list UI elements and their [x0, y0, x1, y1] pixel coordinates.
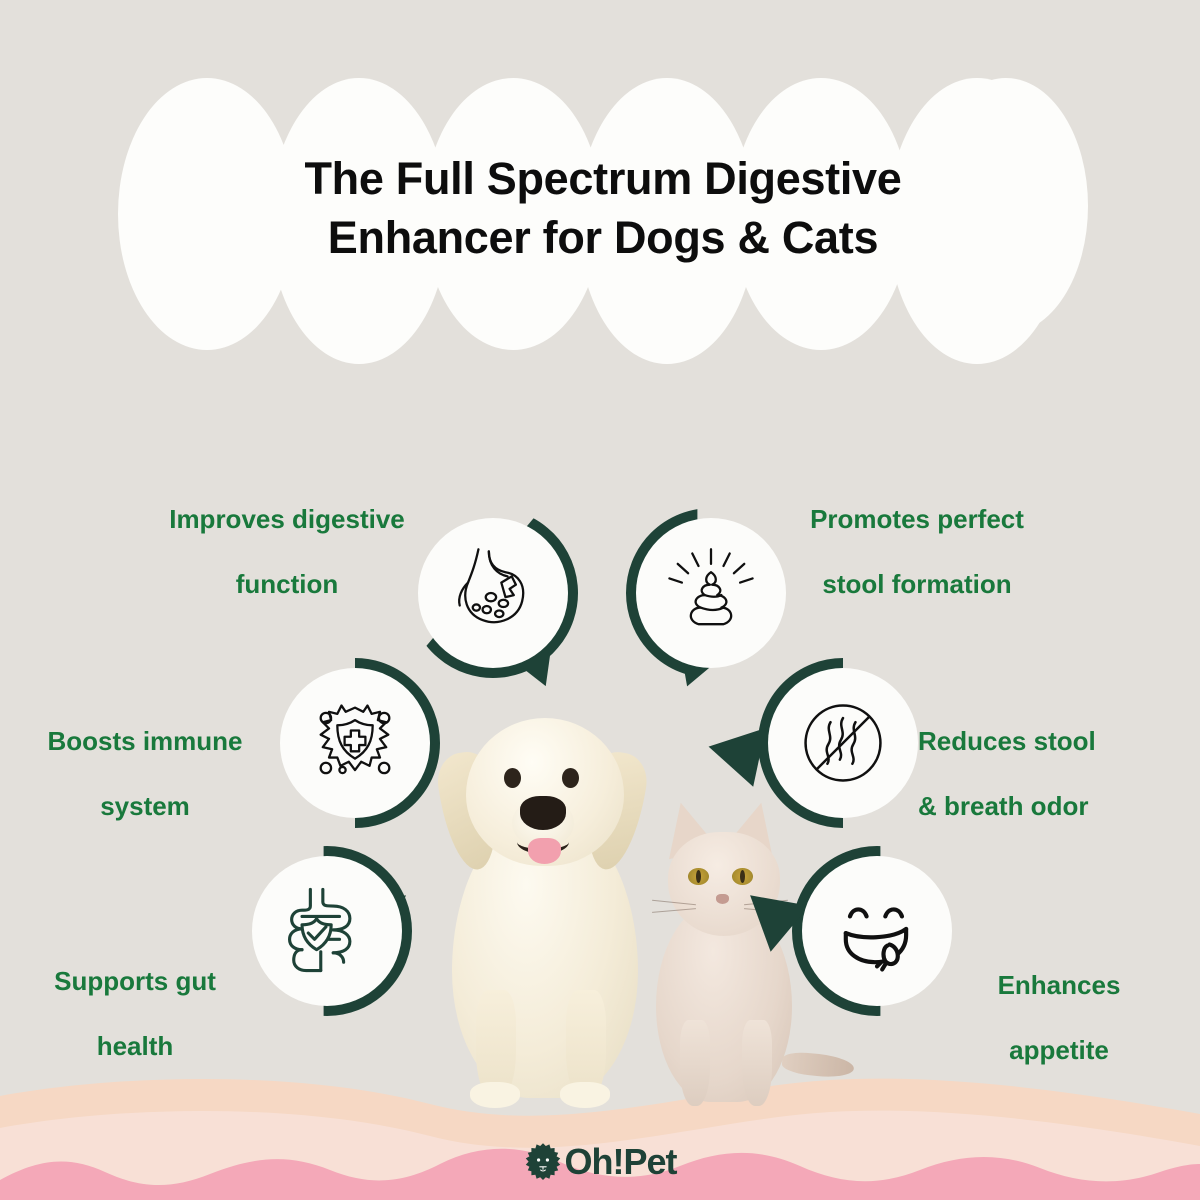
title-blob-7 — [924, 78, 1088, 334]
puppy-paw-right — [560, 1082, 610, 1108]
puppy-tongue — [528, 838, 561, 864]
brand-logo[interactable]: Oh!Pet — [0, 1142, 1200, 1182]
benefit-label-line-1: Improves digestive — [169, 503, 405, 534]
benefit-bubble-stool[interactable] — [626, 508, 786, 697]
no-odor-icon — [804, 704, 882, 782]
intestine-shield-check-icon — [288, 887, 352, 973]
title-line-1: The Full Spectrum Digestive — [304, 153, 902, 204]
title-blob-2 — [270, 78, 448, 364]
lion-head-icon — [526, 1143, 561, 1180]
benefit-label-immune: Boosts immune system — [0, 692, 290, 823]
benefit-label-line-2: & breath odor — [918, 791, 1089, 822]
benefit-label-line-2: stool formation — [822, 569, 1012, 600]
title-blob-1 — [118, 78, 296, 350]
bubble-disc — [280, 668, 430, 818]
kitten-tail — [781, 1050, 855, 1080]
kitten-head — [668, 832, 780, 936]
benefit-label-line-1: Supports gut — [54, 965, 216, 996]
kitten-leg-left — [680, 1020, 710, 1106]
puppy-eye-left — [504, 768, 521, 788]
bubble-disc — [768, 668, 918, 818]
bubble-disc — [418, 518, 568, 668]
puppy-paw-left — [470, 1082, 520, 1108]
stomach-icon — [458, 548, 525, 624]
benefit-label-line-2: function — [235, 569, 339, 600]
benefit-label-line-1: Enhances — [997, 969, 1121, 1000]
logo-text: Oh!Pet — [564, 1141, 677, 1182]
kitten-leg-right — [742, 1020, 772, 1106]
benefit-bubble-odor[interactable] — [702, 658, 918, 828]
benefit-bubble-gut[interactable] — [252, 846, 426, 1016]
bottom-wave-decoration — [0, 1070, 1200, 1200]
puppy-leg-left — [476, 990, 516, 1100]
shield-germ-icon — [319, 704, 391, 775]
benefit-label-appetite: Enhances appetite — [930, 936, 1188, 1067]
stool-shine-icon — [668, 548, 754, 626]
wave-svg — [0, 1078, 1200, 1200]
benefit-label-gut: Supports gut health — [0, 932, 270, 1063]
bubble-disc — [252, 856, 402, 1006]
bubble-disc — [636, 518, 786, 668]
puppy-nose — [520, 796, 566, 830]
bubble-disc — [802, 856, 952, 1006]
smiley-tongue-icon — [843, 907, 909, 972]
kitten-nose — [716, 894, 729, 904]
benefit-label-odor: Reduces stool & breath odor — [918, 692, 1186, 823]
page-title: The Full Spectrum Digestive Enhancer for… — [118, 150, 1088, 267]
puppy-leg-right — [566, 990, 606, 1100]
title-blob-4 — [578, 78, 756, 364]
title-line-2: Enhancer for Dogs & Cats — [327, 211, 879, 263]
benefit-label-line-1: Reduces stool — [918, 725, 1096, 756]
puppy-eye-right — [562, 768, 579, 788]
benefit-bubble-digestive[interactable] — [418, 518, 568, 668]
benefit-bubble-immune[interactable] — [280, 658, 446, 828]
wave-front-layer — [0, 1148, 1200, 1200]
benefit-label-digestive: Improves digestive function — [112, 470, 462, 601]
benefit-label-line-2: health — [96, 1031, 174, 1062]
kitten-eye-right — [732, 868, 753, 885]
title-blob-5 — [732, 78, 910, 350]
title-banner: The Full Spectrum Digestive Enhancer for… — [118, 78, 1088, 364]
benefit-label-line-1: Boosts immune — [47, 725, 243, 756]
benefit-label-line-2: system — [100, 791, 190, 822]
title-blob-3 — [424, 78, 602, 350]
benefit-label-line-1: Promotes perfect — [810, 503, 1024, 534]
kitten-eye-left — [688, 868, 709, 885]
benefit-label-stool: Promotes perfect stool formation — [752, 470, 1082, 601]
pets-photo — [400, 690, 860, 1120]
benefit-label-line-2: appetite — [1009, 1035, 1109, 1066]
